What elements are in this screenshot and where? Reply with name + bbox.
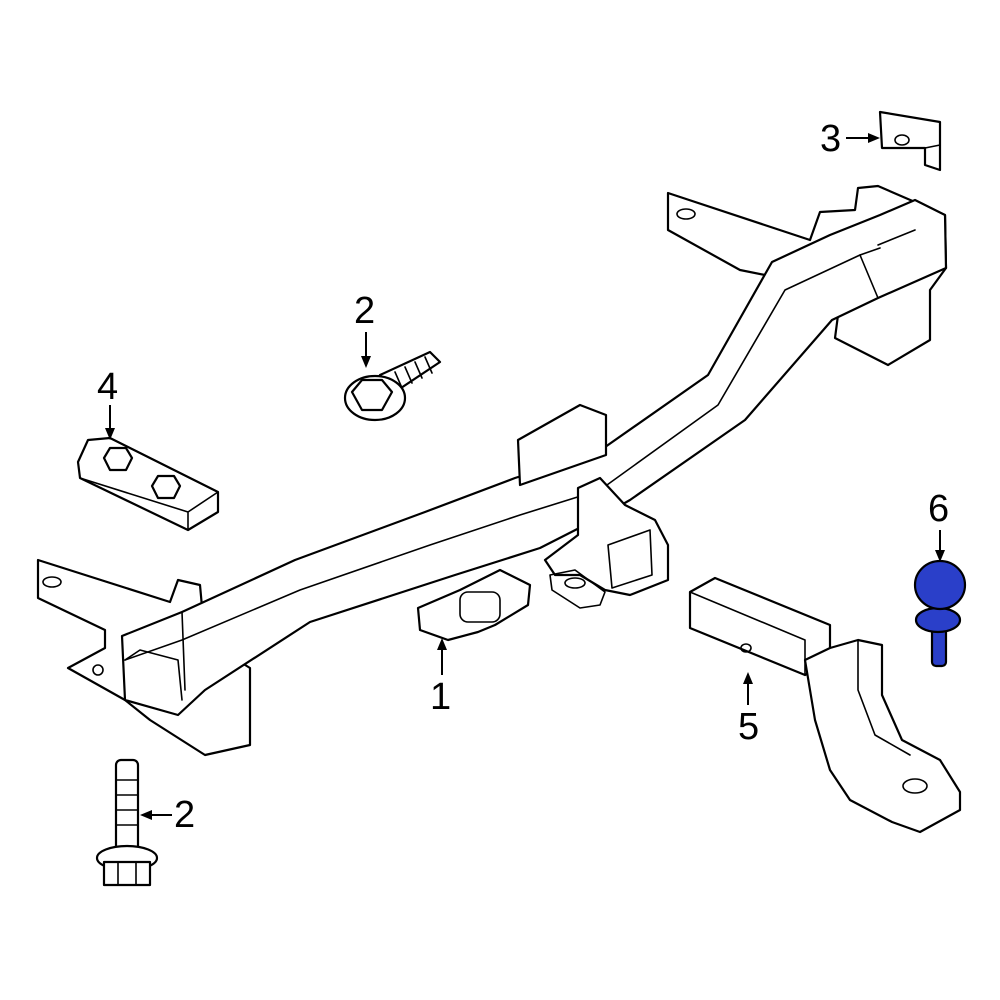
bolt-hex-head-upper [350,378,394,412]
ball-hole [902,778,928,794]
callout-4-leader [105,405,115,440]
callout-2-label-upper: 2 [354,290,376,332]
nut-plate-fold [924,144,941,149]
cross-tube [120,198,948,717]
ball-mount [688,576,962,834]
callout-6-label: 6 [928,488,950,530]
callout-6-leader [935,530,945,562]
receiver-opening [607,529,653,589]
callout-5-label: 5 [738,706,760,748]
bolt-shank-lower [114,758,140,854]
bolt-hex-head-lower [102,860,152,887]
ball-mount-drop-edge [857,639,911,756]
bracket-nut-1 [102,446,134,472]
bolt-threads-upper [394,356,433,389]
callout-4-label: 4 [97,366,119,408]
callout-1-leader [437,638,447,675]
callout-1-label: 1 [430,676,452,718]
hitch-ball-flange [914,606,962,634]
left-bracket-hole [92,664,104,676]
nut-plate [878,110,942,172]
hitch-ball [913,559,967,668]
tube-end-detail [859,229,916,299]
callout-2b-leader [140,810,172,820]
hitch-receiver-assembly [36,184,948,757]
callout-5-leader [743,672,753,705]
callout-3-label: 3 [820,118,842,160]
bracket-with-nuts [76,436,220,532]
bracket-edges [79,477,219,531]
right-bracket-slot [676,208,696,220]
bolt-threads-lower [115,779,139,826]
ball-mount-shank-edges [689,577,806,676]
nut-plate-hole [894,134,910,146]
flange-bolt-lower [95,758,159,887]
ball-mount-drop [803,638,962,834]
tube-edge-1 [181,611,186,691]
center-bracket [516,403,608,487]
receiver-box [543,476,670,597]
tube-crease [124,254,861,661]
bolt-hex-edges-lower [117,861,137,886]
bracket-pad [459,591,501,623]
callout-2-label-lower: 2 [174,794,196,836]
chain-loop-hole [564,577,586,589]
lower-support-bracket [416,568,532,642]
pin-hole [740,643,752,653]
tube-left-end [124,649,183,701]
callout-3-leader [846,133,880,143]
callout-2a-leader [361,332,371,368]
nut-plate-body [878,110,942,172]
left-bracket-slot [42,576,62,588]
safety-chain-plate [549,569,606,609]
bracket-nut-2 [150,474,182,500]
hitch-ball-sphere [913,559,967,611]
flange-bolt-upper [343,350,442,422]
